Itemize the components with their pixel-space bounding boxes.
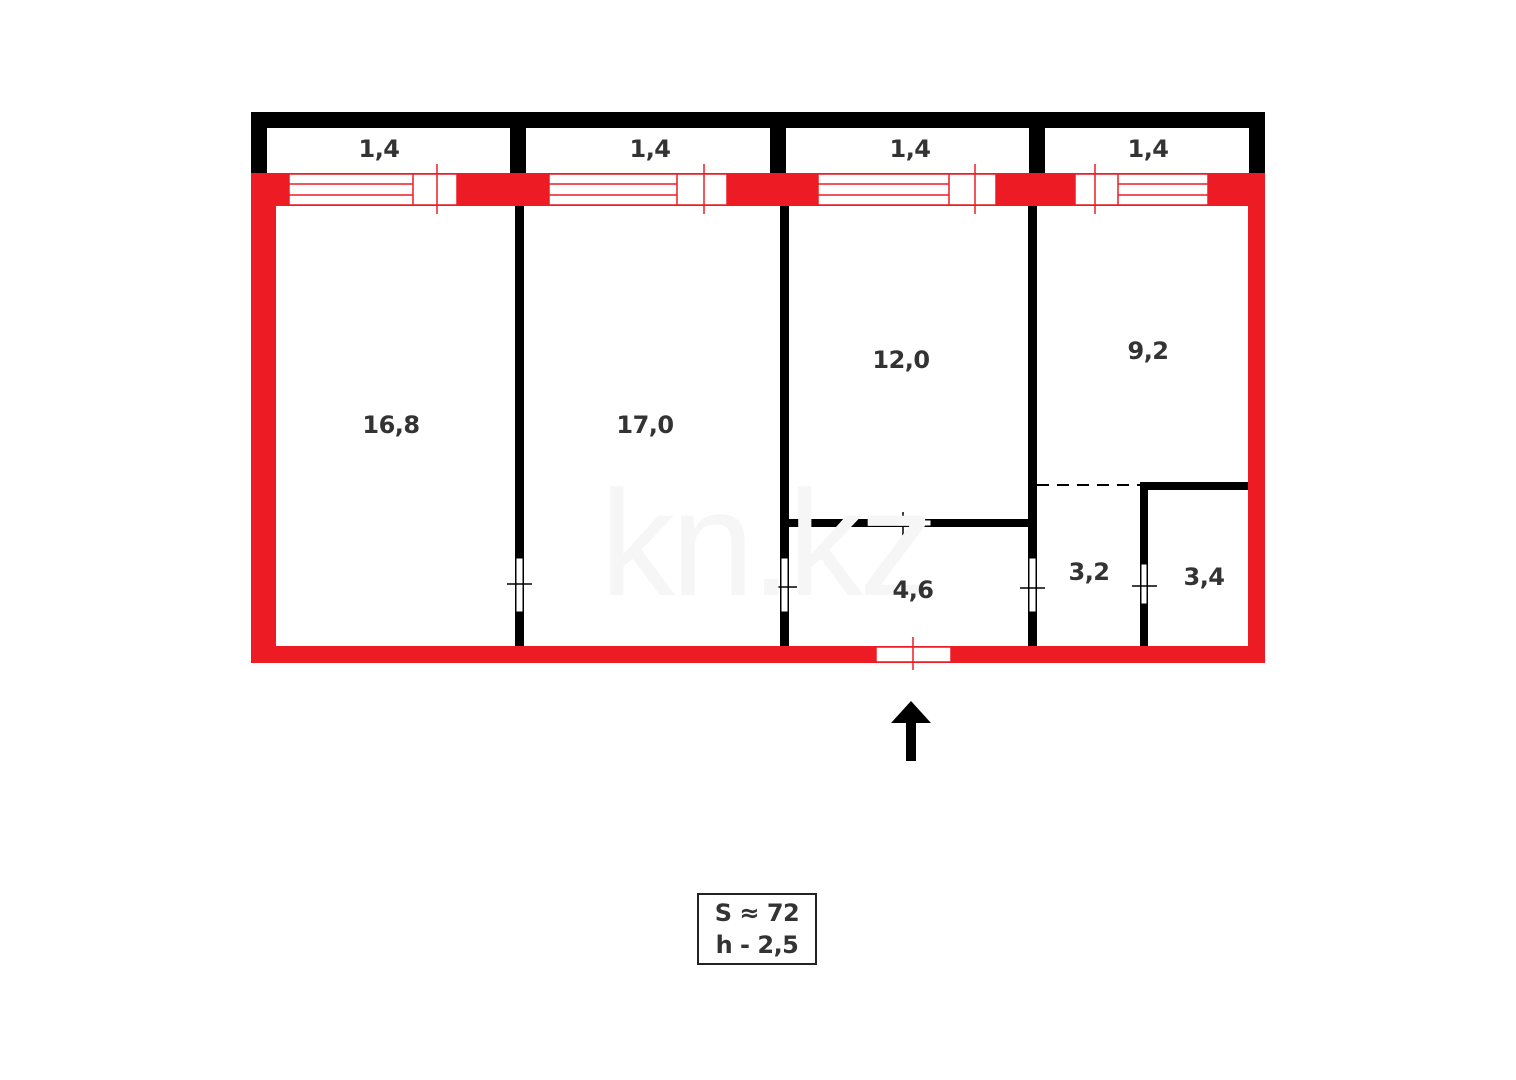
balcony-2-area: 1,4 [629, 135, 671, 163]
door-room-3 [870, 512, 932, 538]
door-room-2 [772, 557, 797, 613]
bathroom-area: 3,2 [1068, 558, 1110, 586]
watermark: kn.kz [600, 459, 934, 627]
balcony-3-area: 1,4 [889, 135, 931, 163]
room-1-area: 16,8 [362, 411, 420, 439]
kitchen-area: 9,2 [1127, 337, 1169, 365]
balcony-4-area: 1,4 [1127, 135, 1169, 163]
toilet-area: 3,4 [1183, 563, 1225, 591]
ceiling-height: h - 2,5 [715, 931, 799, 959]
door-bathroom [1020, 557, 1045, 613]
hallway-area: 4,6 [892, 576, 934, 604]
total-area: S ≈ 72 [714, 899, 800, 927]
window-4 [1074, 164, 1209, 214]
balcony-frames [251, 112, 1265, 174]
window-1 [288, 164, 458, 214]
arrow-up-icon [891, 701, 931, 761]
balcony-1-area: 1,4 [358, 135, 400, 163]
window-3 [817, 164, 997, 214]
window-2 [548, 164, 728, 214]
entrance-door [875, 637, 952, 670]
door-toilet [1132, 563, 1157, 605]
room-2-area: 17,0 [616, 411, 674, 439]
room-3-area: 12,0 [872, 346, 930, 374]
summary-box: S ≈ 72 h - 2,5 [697, 893, 817, 965]
door-room-1 [507, 557, 532, 613]
